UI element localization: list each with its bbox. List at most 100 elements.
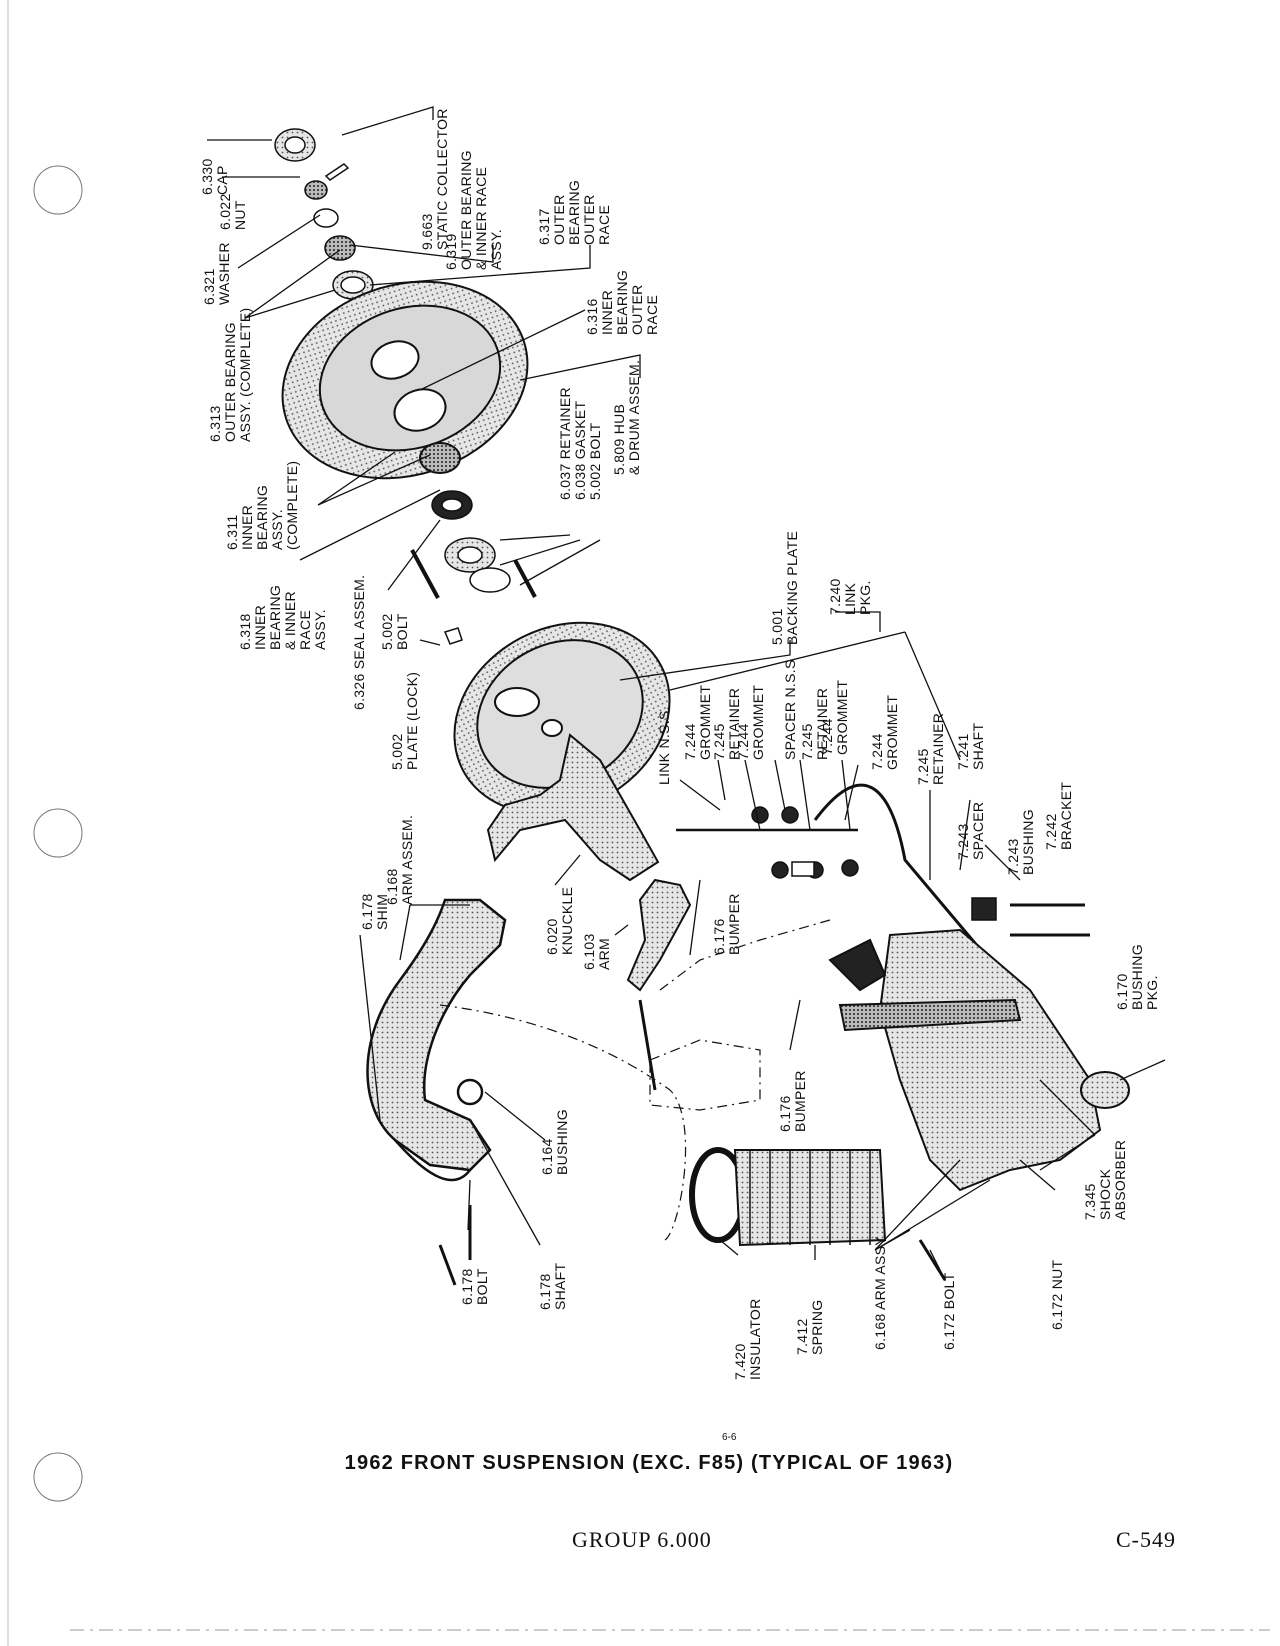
callout-line: ASSY. [312, 609, 328, 650]
callout-line: BEARING [614, 269, 630, 335]
callout-line: BACKING PLATE [784, 530, 800, 645]
callout-line: 6.172 NUT [1049, 1259, 1065, 1330]
callout-hub-drum: 5.809 HUB& DRUM ASSEM. [611, 359, 642, 475]
callout-line: ARM ASSEM. [399, 814, 415, 905]
callout-line: 6.330 [199, 158, 215, 195]
callout-line: 7.412 [794, 1318, 810, 1355]
callout-line: WASHER [216, 242, 232, 305]
seal-and-retainer [410, 490, 537, 645]
callout-line: RACE [297, 609, 313, 650]
callout-line: GROMMET [884, 694, 900, 770]
callout-line: 6.022 [217, 193, 233, 230]
callout-line: 6.037 RETAINER [557, 387, 573, 500]
callout-line: 7.240 [827, 578, 843, 615]
leader-lines [207, 106, 1166, 1281]
callout-line: 6.313 [207, 405, 223, 442]
hub-parts [274, 128, 374, 300]
callout-seal-assem: 6.326 SEAL ASSEM. [351, 575, 367, 710]
callout-line: NUT [232, 200, 248, 230]
callout-line: BUSHING [1129, 944, 1145, 1010]
callout-line: 6.178 [359, 893, 375, 930]
callout-line: LINK N.S.S. [656, 706, 672, 785]
callout-line: 7.243 [1005, 838, 1021, 875]
washer-part [313, 208, 339, 228]
callout-line: 7.242 [1043, 813, 1059, 850]
callout-line: 6.020 [544, 918, 560, 955]
callout-line: 6.168 ARM ASSY. [872, 1233, 888, 1350]
callout-line: BEARING [254, 484, 270, 550]
callout-line: OUTER BEARING [458, 150, 474, 270]
backing-plate [453, 621, 671, 815]
callout-line: 6.176 [777, 1095, 793, 1132]
callout-line: 5.002 [389, 733, 405, 770]
callout-line: SHAFT [552, 1262, 568, 1310]
callout-line: BUSHING [1020, 809, 1036, 875]
callout-line: 6.038 GASKET [572, 400, 588, 500]
callout-line: 7.241 [955, 733, 971, 770]
outer-bearing-part [324, 235, 356, 261]
callout-line: SHAFT [970, 722, 986, 770]
callout-line: SHOCK [1097, 1168, 1113, 1220]
callout-line: ASSY. (COMPLETE) [237, 307, 253, 442]
callout-line: 5.809 HUB [611, 403, 627, 475]
callout-arm-assy-lower: 6.168 ARM ASSY. [872, 1233, 888, 1350]
callout-line: BOLT [474, 1268, 490, 1305]
callout-line: 7.245 [799, 723, 815, 760]
callout-line: KNUCKLE [559, 886, 575, 955]
callout-line: 7.244 [682, 723, 698, 760]
callout-line: RETAINER [930, 712, 946, 785]
callout-line: PLATE (LOCK) [404, 671, 420, 770]
callout-line: INNER [599, 289, 615, 335]
callout-line: 6.164 [539, 1138, 555, 1175]
callout-line: 7.245 [711, 723, 727, 760]
callout-line: 7.244 [819, 718, 835, 755]
group-label: GROUP 6.000 [572, 1527, 712, 1552]
callout-line: INSULATOR [747, 1298, 763, 1380]
callout-line: OUTER BEARING [222, 322, 238, 442]
callout-line: BUMPER [792, 1070, 808, 1132]
callout-line: 7.244 [869, 733, 885, 770]
callout-line: 6.316 [584, 298, 600, 335]
callout-line: GROMMET [750, 684, 766, 760]
callout-spacer-nss: SPACER N.S.S [782, 659, 798, 760]
callout-line: RACE [596, 204, 612, 245]
frame-crossmember [828, 928, 1130, 1192]
callout-bolt-6172: 6.172 BOLT [941, 1272, 957, 1350]
callout-line: 7.244 [735, 723, 751, 760]
callout-line: BEARING [566, 179, 582, 245]
callout-line: 6.172 BOLT [941, 1272, 957, 1350]
callout-line: 6.168 [384, 868, 400, 905]
callout-line: 7.345 [1082, 1183, 1098, 1220]
callout-line: 6.311 [224, 514, 240, 551]
callout-line: SPRING [809, 1299, 825, 1355]
figure-title: 1962 FRONT SUSPENSION (EXC. F85) (TYPICA… [344, 1452, 954, 1474]
callout-line: SPACER [970, 801, 986, 860]
callout-line: 6.317 [536, 208, 552, 245]
callout-line: & INNER RACE [473, 166, 489, 270]
callout-line: GROMMET [834, 679, 850, 755]
nut-part [304, 180, 328, 200]
callout-line: & DRUM ASSEM. [626, 359, 642, 475]
callout-line: 7.243 [955, 823, 971, 860]
page-number: C-549 [1116, 1527, 1176, 1552]
